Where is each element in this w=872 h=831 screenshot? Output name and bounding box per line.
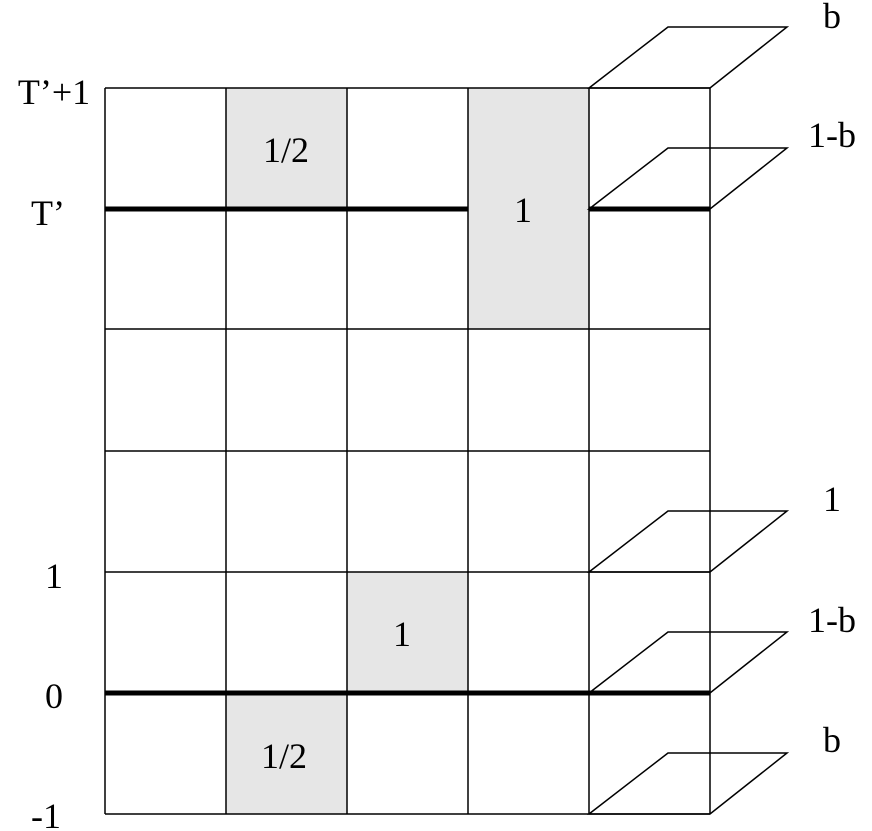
row-label-zero: 0	[45, 676, 63, 716]
row-label-minus-one: -1	[31, 796, 61, 831]
row-label-t-prime-plus-1: T’+1	[18, 72, 90, 112]
side-label-one-minus-b-top: 1-b	[808, 115, 856, 155]
cell-value-bottom-half: 1/2	[261, 736, 307, 776]
plane-one-minus-b-bottom	[586, 631, 790, 694]
row-label-one: 1	[45, 556, 63, 596]
shaded-cell-middle-one	[347, 572, 468, 693]
row-label-t-prime: T’	[31, 193, 65, 233]
plane-b-top	[586, 26, 790, 89]
shaded-cell-top-one	[468, 88, 589, 329]
side-label-one: 1	[823, 479, 841, 519]
grid	[104, 87, 711, 815]
plane-b-bottom	[586, 752, 790, 815]
side-label-one-minus-b-bottom: 1-b	[808, 600, 856, 640]
cell-value-top-half: 1/2	[263, 130, 309, 170]
side-label-b-top: b	[823, 0, 841, 36]
shaded-cell-top-half	[226, 88, 347, 209]
side-label-b-bottom: b	[823, 720, 841, 760]
side-planes	[586, 26, 790, 815]
shaded-cell-bottom-half	[226, 693, 347, 814]
cell-value-middle-one: 1	[393, 614, 411, 654]
cell-value-top-one: 1	[514, 190, 532, 230]
plane-one-minus-b-top	[586, 147, 790, 210]
plane-one	[586, 510, 790, 573]
